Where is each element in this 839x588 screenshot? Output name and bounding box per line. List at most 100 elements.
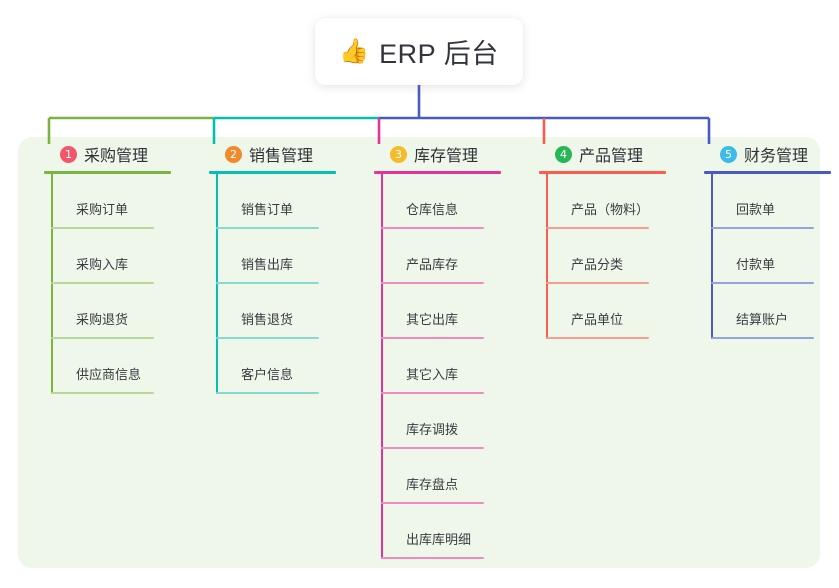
branch-item-label: 产品单位 <box>571 312 624 327</box>
branch-number-badge: 1 <box>60 145 77 163</box>
branch-item-underline <box>711 337 814 339</box>
branch-title: 财务管理 <box>744 148 809 165</box>
branch-item[interactable]: 出库库明细 <box>381 504 527 559</box>
branch-item-underline <box>51 392 154 394</box>
root-node-content: 👍 ERP 后台 <box>339 32 498 71</box>
branch-item-underline <box>216 227 319 229</box>
branch-item-underline <box>381 282 484 284</box>
branch-item-underline <box>381 502 484 504</box>
branch-number-badge: 4 <box>555 145 572 163</box>
branch-header-underline <box>704 171 831 174</box>
branch-item[interactable]: 客户信息 <box>216 339 362 394</box>
branch-item-underline <box>51 337 154 339</box>
branch-stem-line <box>546 174 548 339</box>
branch-item-underline <box>216 282 319 284</box>
branch-header-underline <box>374 171 501 174</box>
branch-item[interactable]: 采购退货 <box>51 284 197 339</box>
branch-item-label: 供应商信息 <box>76 367 142 382</box>
branch-stem-line <box>51 174 53 394</box>
branch-item-label: 产品库存 <box>406 257 459 272</box>
branch-item-label: 采购退货 <box>76 312 129 327</box>
branch-stem-line <box>216 174 218 394</box>
branch-item[interactable]: 产品分类 <box>546 229 692 284</box>
branch-item[interactable]: 销售订单 <box>216 174 362 229</box>
branch-item-underline <box>51 282 154 284</box>
branch-item[interactable]: 销售出库 <box>216 229 362 284</box>
branch-header-5[interactable]: 5 财务管理 <box>702 137 839 171</box>
branch-item-underline <box>381 227 484 229</box>
branch-item[interactable]: 采购入库 <box>51 229 197 284</box>
branch-item-underline <box>216 337 319 339</box>
branch-item-list: 产品（物料） 产品分类产品单位 <box>546 174 692 339</box>
branch-item-label: 回款单 <box>736 202 776 217</box>
branch-item-underline <box>381 557 484 559</box>
branch-item-label: 其它入库 <box>406 367 459 382</box>
branch-item-underline <box>711 227 814 229</box>
branch-item-label: 产品（物料） <box>571 202 650 217</box>
branch-item[interactable]: 其它出库 <box>381 284 527 339</box>
branch-item-list: 仓库信息产品库存其它出库其它入库库存调拨库存盘点出库库明细 <box>381 174 527 559</box>
branch-item-label: 采购订单 <box>76 202 129 217</box>
branch-item-label: 仓库信息 <box>406 202 459 217</box>
root-node-card[interactable]: 👍 ERP 后台 <box>315 18 523 85</box>
branch-stem-line <box>711 174 713 339</box>
branch-item-label: 销售订单 <box>241 202 294 217</box>
branch-item[interactable]: 供应商信息 <box>51 339 197 394</box>
branch-column-5: 5 财务管理回款单付款单结算账户 <box>702 137 839 339</box>
branch-item-label: 结算账户 <box>736 312 789 327</box>
branch-item-underline <box>216 392 319 394</box>
branch-item[interactable]: 产品库存 <box>381 229 527 284</box>
branch-item-underline <box>711 282 814 284</box>
branch-item-underline <box>546 282 649 284</box>
branch-item[interactable]: 产品单位 <box>546 284 692 339</box>
branch-number-badge: 5 <box>720 145 737 163</box>
branch-item-underline <box>381 337 484 339</box>
branch-item[interactable]: 产品（物料） <box>546 174 692 229</box>
branch-item-underline <box>51 227 154 229</box>
branch-item-underline <box>381 447 484 449</box>
branch-title: 采购管理 <box>84 148 149 165</box>
branch-item-label: 采购入库 <box>76 257 129 272</box>
branch-item-label: 客户信息 <box>241 367 294 382</box>
branch-item-list: 采购订单采购入库采购退货供应商信息 <box>51 174 197 394</box>
branch-item-list: 销售订单销售出库销售退货客户信息 <box>216 174 362 394</box>
branch-header-underline <box>539 171 666 174</box>
branch-item[interactable]: 付款单 <box>711 229 839 284</box>
root-node-title: ERP 后台 <box>379 39 499 69</box>
branch-item-underline <box>546 227 649 229</box>
branch-item[interactable]: 仓库信息 <box>381 174 527 229</box>
branch-item[interactable]: 其它入库 <box>381 339 527 394</box>
branch-item[interactable]: 结算账户 <box>711 284 839 339</box>
branch-number-badge: 3 <box>390 145 407 163</box>
branch-stem-line <box>381 174 383 559</box>
branch-item-list: 回款单付款单结算账户 <box>711 174 839 339</box>
branch-item-label: 产品分类 <box>571 257 624 272</box>
branch-header-underline <box>44 171 171 174</box>
branch-item[interactable]: 采购订单 <box>51 174 197 229</box>
branch-item-underline <box>381 392 484 394</box>
branch-header-1[interactable]: 1 采购管理 <box>42 137 197 171</box>
branch-item[interactable]: 库存调拨 <box>381 394 527 449</box>
branch-item-label: 库存盘点 <box>406 477 459 492</box>
branch-item-underline <box>546 337 649 339</box>
branch-item-label: 销售退货 <box>241 312 294 327</box>
branch-item-label: 库存调拨 <box>406 422 459 437</box>
thumbs-up-icon: 👍 <box>339 37 370 65</box>
branch-item-label: 销售出库 <box>241 257 294 272</box>
branch-column-1: 1 采购管理采购订单采购入库采购退货供应商信息 <box>42 137 197 394</box>
branch-item[interactable]: 销售退货 <box>216 284 362 339</box>
branch-item-label: 其它出库 <box>406 312 459 327</box>
branch-item-label: 付款单 <box>736 257 776 272</box>
branch-item[interactable]: 库存盘点 <box>381 449 527 504</box>
diagram-panel-background <box>18 137 820 568</box>
branch-title: 销售管理 <box>249 148 314 165</box>
branch-header-underline <box>209 171 336 174</box>
branch-item[interactable]: 回款单 <box>711 174 839 229</box>
